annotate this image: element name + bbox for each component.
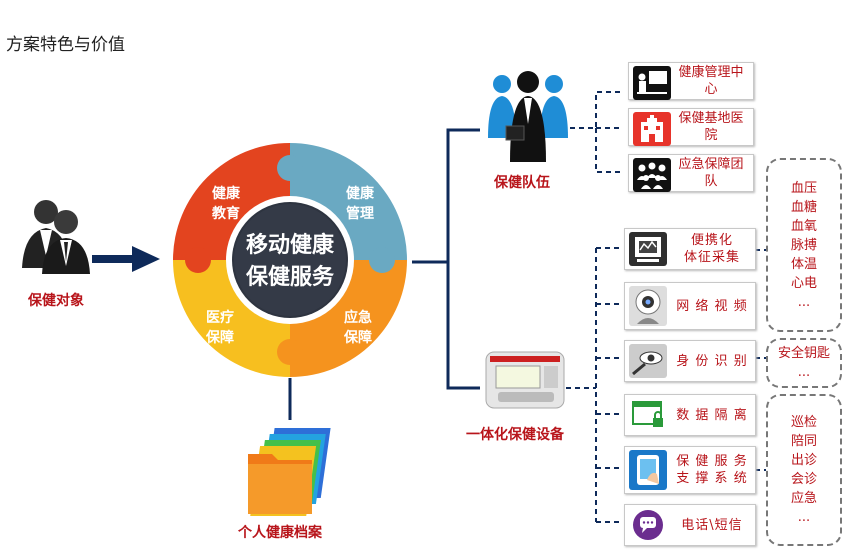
vitals-item: 脉搏 xyxy=(790,237,817,253)
eye-icon xyxy=(629,344,667,378)
services-item: 陪同 xyxy=(790,434,817,449)
vitals-item: ... xyxy=(797,294,811,310)
ring-label-medical: 医疗保障 xyxy=(205,309,234,346)
team-item-label: 应急保障团队 xyxy=(678,157,744,189)
hospital-icon xyxy=(633,112,671,146)
ring-segment-medical xyxy=(173,260,290,377)
ring-label-emergency: 应急保障 xyxy=(343,309,372,346)
vitals-list: 血压 血糖 血氧 脉搏 体温 心电 ... xyxy=(766,158,842,332)
device-label: 一体化保健设备 xyxy=(466,427,564,443)
team-icon xyxy=(633,158,671,192)
service-ring: 移动健康 保健服务 健康教育 健康管理 应急保障 医疗保障 xyxy=(173,143,407,377)
device-item-support-system: 保 健 服 务 支 撑 系 统 xyxy=(624,446,756,494)
security-list: 安全钥匙 ... xyxy=(766,338,842,388)
services-item: 出诊 xyxy=(790,453,817,468)
center-title-line2: 保健服务 xyxy=(245,264,335,290)
team-label: 保健队伍 xyxy=(494,175,550,191)
vitals-item: 血糖 xyxy=(790,199,817,215)
page-title: 方案特色与价值 xyxy=(6,35,125,55)
device-item-data-isolation: 数 据 隔 离 xyxy=(624,394,756,436)
vitals-item: 血压 xyxy=(790,180,817,196)
lock-window-icon xyxy=(629,398,667,432)
device-item-label: 电话\短信 xyxy=(681,517,743,533)
monitor-icon xyxy=(629,232,667,266)
device-item-label: 便携化 体征采集 xyxy=(683,233,740,265)
ring-label-education: 健康教育 xyxy=(212,185,241,222)
team-item-health-center: 健康管理中心 xyxy=(628,62,754,100)
services-item: 巡检 xyxy=(790,415,817,430)
services-item: 会诊 xyxy=(790,472,817,487)
service-target-label: 保健对象 xyxy=(28,293,84,309)
tablet-icon xyxy=(629,450,667,490)
device-item-video: 网 络 视 频 xyxy=(624,282,756,330)
device-item-vitals: 便携化 体征采集 xyxy=(624,228,756,270)
personal-records-label: 个人健康档案 xyxy=(238,525,322,541)
device-item-phone-sms: 电话\短信 xyxy=(624,504,756,546)
center-title-line1: 移动健康 xyxy=(246,232,335,258)
device-item-label: 网 络 视 频 xyxy=(676,298,748,314)
ring-segment-management xyxy=(290,143,407,260)
services-item: 应急 xyxy=(790,491,817,506)
ring-segment-education xyxy=(173,143,290,260)
device-item-label: 保 健 服 务 支 撑 系 统 xyxy=(676,454,748,486)
team-item-label: 健康管理中心 xyxy=(678,65,744,97)
team-people-icon xyxy=(488,71,568,162)
security-item: 安全钥匙 xyxy=(777,346,830,361)
people-icon xyxy=(22,200,90,274)
ring-segment-emergency xyxy=(290,260,407,377)
security-item: ... xyxy=(797,365,811,380)
vitals-item: 心电 xyxy=(790,275,817,291)
services-list: 巡检 陪同 出诊 会诊 应急 ... xyxy=(766,394,842,546)
team-item-emergency-team: 应急保障团队 xyxy=(628,154,754,192)
device-item-identity: 身 份 识 别 xyxy=(624,340,756,382)
team-item-label: 保健基地医院 xyxy=(678,111,744,143)
device-item-label: 身 份 识 别 xyxy=(676,353,748,369)
ring-label-management: 健康管理 xyxy=(346,185,375,222)
folders-icon xyxy=(248,428,331,516)
phone-chat-icon xyxy=(629,508,667,542)
presentation-icon xyxy=(633,66,671,100)
device-item-label: 数 据 隔 离 xyxy=(676,407,748,423)
vitals-item: 血氧 xyxy=(790,218,817,234)
webcam-icon xyxy=(629,286,667,326)
services-item: ... xyxy=(797,510,811,525)
team-item-hospital: 保健基地医院 xyxy=(628,108,754,146)
device-monitor-icon xyxy=(485,351,565,409)
vitals-item: 体温 xyxy=(790,256,817,272)
